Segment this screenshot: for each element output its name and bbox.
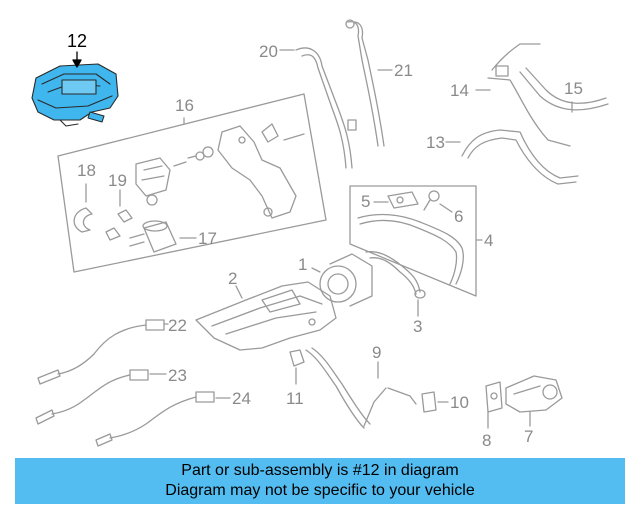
callout-16: 16 [175, 96, 194, 115]
callout-21: 21 [394, 61, 413, 80]
callout-17: 17 [198, 229, 217, 248]
part-16-bracket[interactable] [217, 123, 305, 219]
part-11-valve[interactable] [289, 349, 305, 367]
part-5-gasket[interactable] [387, 191, 419, 209]
part-13-pipe[interactable] [461, 129, 579, 185]
callout-19: 19 [108, 171, 127, 190]
callout-6: 6 [454, 207, 464, 226]
callout-11: 11 [286, 389, 304, 408]
part-24-sensor[interactable] [95, 391, 215, 447]
callout-8: 8 [482, 431, 492, 450]
callout-7: 7 [524, 427, 534, 446]
callout-14: 14 [450, 81, 469, 100]
info-banner: Part or sub-assembly is #12 in diagram D… [15, 458, 625, 504]
part-19-valve[interactable] [105, 157, 171, 241]
callout-5: 5 [361, 192, 371, 211]
callout-2: 2 [228, 269, 238, 288]
part-15-pipe[interactable] [519, 67, 609, 111]
part-4-pipe[interactable] [357, 213, 464, 285]
callout-12: 12 [67, 31, 88, 51]
part-8-gasket[interactable] [485, 381, 503, 413]
group-16-outline [57, 93, 327, 273]
part-6-bolt[interactable] [423, 190, 440, 211]
callout-24: 24 [232, 389, 251, 408]
parts-diagram [31, 19, 609, 447]
part-22-sensor[interactable] [37, 319, 165, 385]
part-10-gasket[interactable] [421, 391, 437, 413]
part-21-hose[interactable] [345, 19, 385, 147]
callout-4: 4 [484, 231, 494, 250]
callout-9: 9 [372, 343, 382, 362]
banner-line-2: Diagram may not be specific to your vehi… [165, 482, 475, 499]
callout-10: 10 [450, 393, 469, 412]
part-18-hose[interactable] [73, 207, 93, 233]
part-14-pipe[interactable] [487, 43, 571, 147]
callout-22: 22 [168, 316, 187, 335]
callout-15: 15 [564, 79, 583, 98]
callout-3: 3 [413, 317, 423, 336]
group-4-outline [349, 185, 477, 297]
part-23-sensor[interactable] [35, 369, 149, 425]
callout-1: 1 [298, 255, 308, 274]
callout-20: 20 [259, 42, 278, 61]
part-7-valve[interactable] [505, 375, 563, 413]
callout-18: 18 [77, 161, 96, 180]
part-17-solenoid[interactable] [129, 220, 197, 253]
part-1-air-pump[interactable] [319, 251, 426, 307]
callout-13: 13 [426, 133, 445, 152]
part-2-heat-shield[interactable] [195, 281, 337, 351]
part-20-hose[interactable] [295, 47, 357, 169]
part-9-pipe[interactable] [305, 347, 417, 429]
part-12-secondary-air-pump[interactable] [31, 63, 119, 127]
banner-line-1: Part or sub-assembly is #12 in diagram [181, 462, 459, 479]
callout-23: 23 [168, 366, 187, 385]
